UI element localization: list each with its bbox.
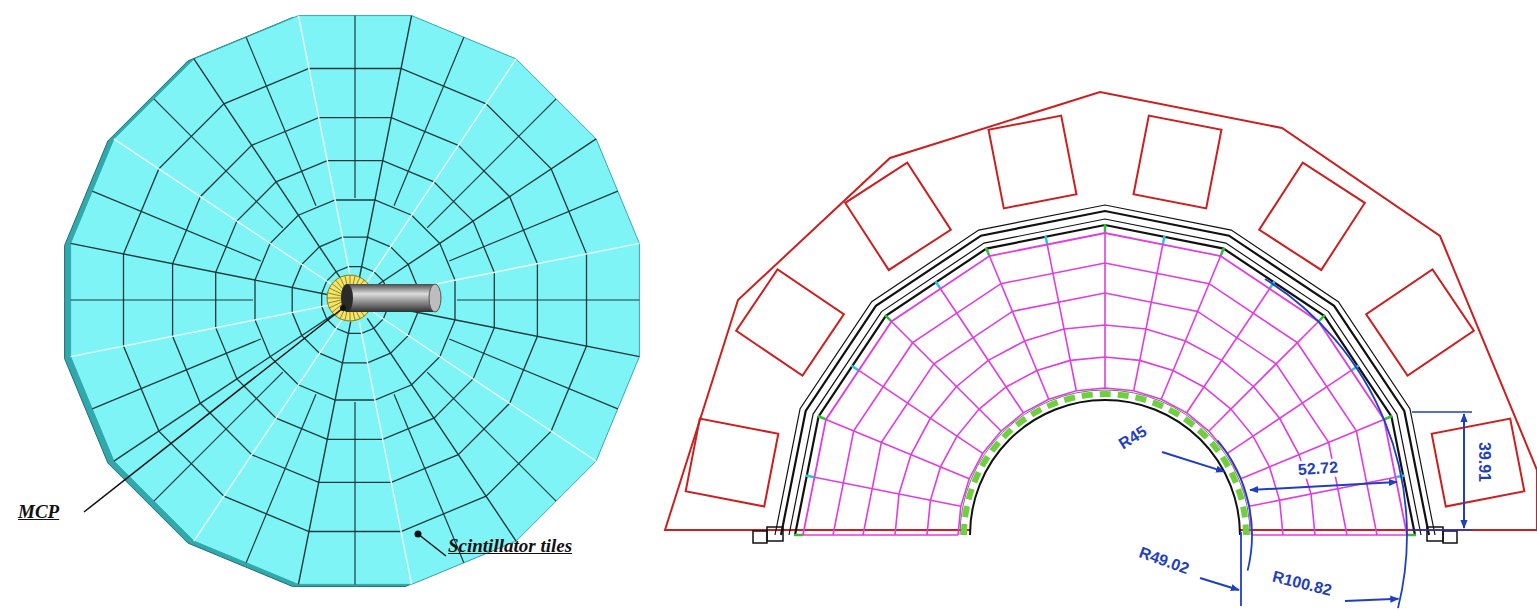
coil-block [1432,419,1525,507]
support-tick [885,315,891,321]
housing-foot [1427,527,1443,541]
tile-divider [814,477,960,506]
housing-outline [789,219,1421,535]
dimension-arc [1265,279,1407,608]
tile-divider [394,37,464,206]
support-tick [935,281,940,288]
tile-divider [989,256,1048,399]
dimension-label: R49.02 [1135,543,1194,579]
tile-divider [891,321,1001,431]
extension-line [1240,532,1242,606]
dimension-label: R100.82 [1268,567,1335,600]
support-tick [1104,224,1107,233]
housing-outline [775,205,1435,535]
coil-block [1259,163,1365,270]
tile-divider [354,16,355,198]
dimension-arrow [1162,452,1224,472]
tile-divider [298,16,350,279]
dimension-arc [1218,441,1252,571]
dimension-label: 52.72 [1295,458,1340,479]
tile-divider [154,99,283,228]
tile-divider [1104,233,1106,388]
tile-divider [1227,370,1351,453]
tile-divider [826,419,969,478]
tile-divider [92,191,261,261]
tile-divider [1209,321,1319,431]
housing-outline [781,211,1429,535]
beam-pipe-end [429,284,441,312]
tile-divider [1249,477,1395,506]
tile-divider [1241,419,1384,478]
inner-tube [970,400,1240,535]
tile-divider [246,37,316,206]
callout-label: Scintillator tiles [448,535,572,557]
tile-divider [457,299,639,300]
tile-divider [449,339,618,409]
dimension-arrow [1463,414,1465,528]
scintillator-disk [71,16,640,585]
dimension-label: 39.91 [1475,440,1493,484]
leader-line [418,534,446,556]
callout-label: MCP [18,501,59,523]
coil-block [1134,116,1222,209]
leader-line [84,308,343,512]
tile-divider [1161,256,1220,399]
tile-outer [803,233,1407,535]
tile-divider [359,16,411,279]
housing-outline [795,225,1415,535]
tile-divider [1252,534,1407,536]
tile-divider [71,304,334,356]
coil-block [686,419,779,507]
support-tick [986,248,989,256]
tile-divider [154,372,283,501]
tile-divider [940,289,1023,413]
tile-divider [427,99,556,228]
support-tick [1045,236,1047,245]
dimension-arrow [1250,482,1397,490]
coil-block [1366,269,1474,375]
tile-divider [71,299,253,300]
support-tick [1396,475,1405,477]
support-tick [794,534,803,537]
extension-line [1412,411,1472,413]
coil-block [989,116,1077,209]
dimension-label: R45 [1114,421,1152,454]
support-tick [1384,416,1392,419]
inner-fibers [964,394,1246,535]
tile-divider [354,402,355,584]
dimension-arrow [1345,599,1398,601]
extension-line [1412,529,1472,531]
tile-divider [1047,244,1076,390]
support-tick [1407,534,1416,537]
tile-inner [958,388,1252,535]
tile-divider [246,394,316,563]
tile-divider [359,322,411,585]
support-tick [818,416,826,419]
tile-divider [92,339,261,409]
tile-divider [298,322,350,585]
dimension-arrow [1200,578,1239,590]
coil-block [736,269,844,375]
beam-pipe [347,284,435,312]
housing-foot [1443,531,1457,543]
support-tick [1221,248,1224,256]
tile-divider [377,304,640,356]
tile-divider [1134,244,1163,390]
inner-tube [960,390,1250,535]
support-tick [1163,236,1165,245]
tile-divider [71,243,334,295]
tile-ring [255,200,455,400]
housing-foot [767,527,783,541]
tile-divider [427,372,556,501]
coil-block [845,163,951,270]
support-tick [851,365,858,370]
support-tick [1319,315,1325,321]
tile-divider [449,191,618,261]
housing-foot [753,531,767,543]
tile-divider [803,534,958,536]
support-tick [806,475,815,477]
